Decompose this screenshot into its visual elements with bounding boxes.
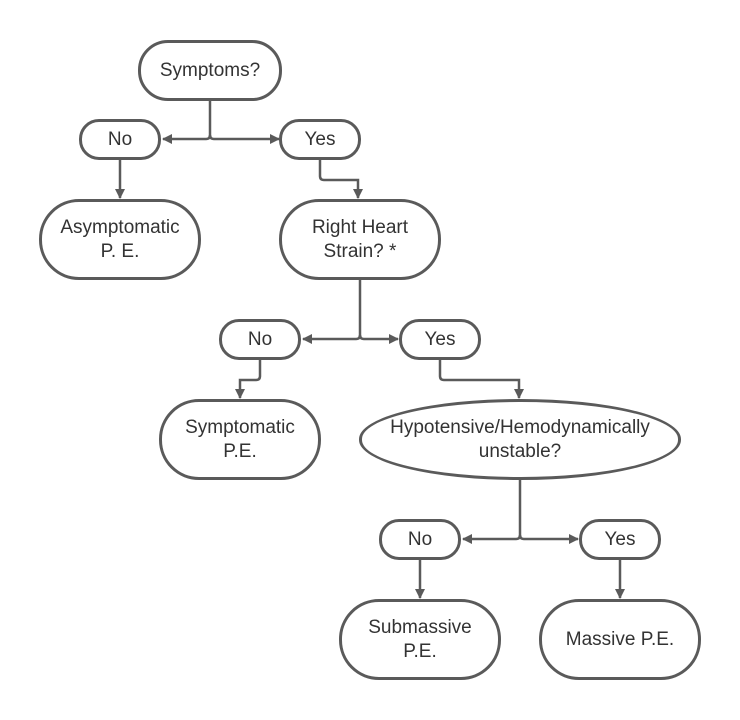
node-yes-right-heart-strain: Yes: [399, 319, 481, 360]
connector-yes1-rhs: [318, 160, 363, 199]
node-no-symptoms: No: [79, 119, 161, 160]
node-hypotensive-decision: Hypotensive/Hemodynamically unstable?: [359, 399, 681, 480]
connector-symptoms-yes: [208, 134, 280, 144]
connector-hypo-no: [462, 480, 522, 544]
connector-rhs-yes: [358, 334, 399, 344]
node-yes-hypotensive: Yes: [579, 519, 661, 560]
connector-rhs-no: [302, 280, 362, 344]
node-no-hypotensive: No: [379, 519, 461, 560]
node-yes-symptoms: Yes: [279, 119, 361, 160]
node-massive-pe: Massive P.E.: [539, 599, 701, 680]
node-symptomatic-pe: Symptomatic P.E.: [159, 399, 321, 480]
connector-yes2-hypo: [438, 360, 524, 399]
connector-symptoms-stem: [162, 101, 212, 144]
node-right-heart-strain-decision: Right Heart Strain? *: [279, 199, 441, 280]
node-submassive-pe: Submassive P.E.: [339, 599, 501, 680]
node-no-right-heart-strain: No: [219, 319, 301, 360]
connector-hypo-yes: [518, 534, 579, 544]
node-symptoms-decision: Symptoms?: [138, 40, 282, 101]
connector-no2-symptomatic: [235, 360, 262, 399]
node-asymptomatic-pe: Asymptomatic P. E.: [39, 199, 201, 280]
